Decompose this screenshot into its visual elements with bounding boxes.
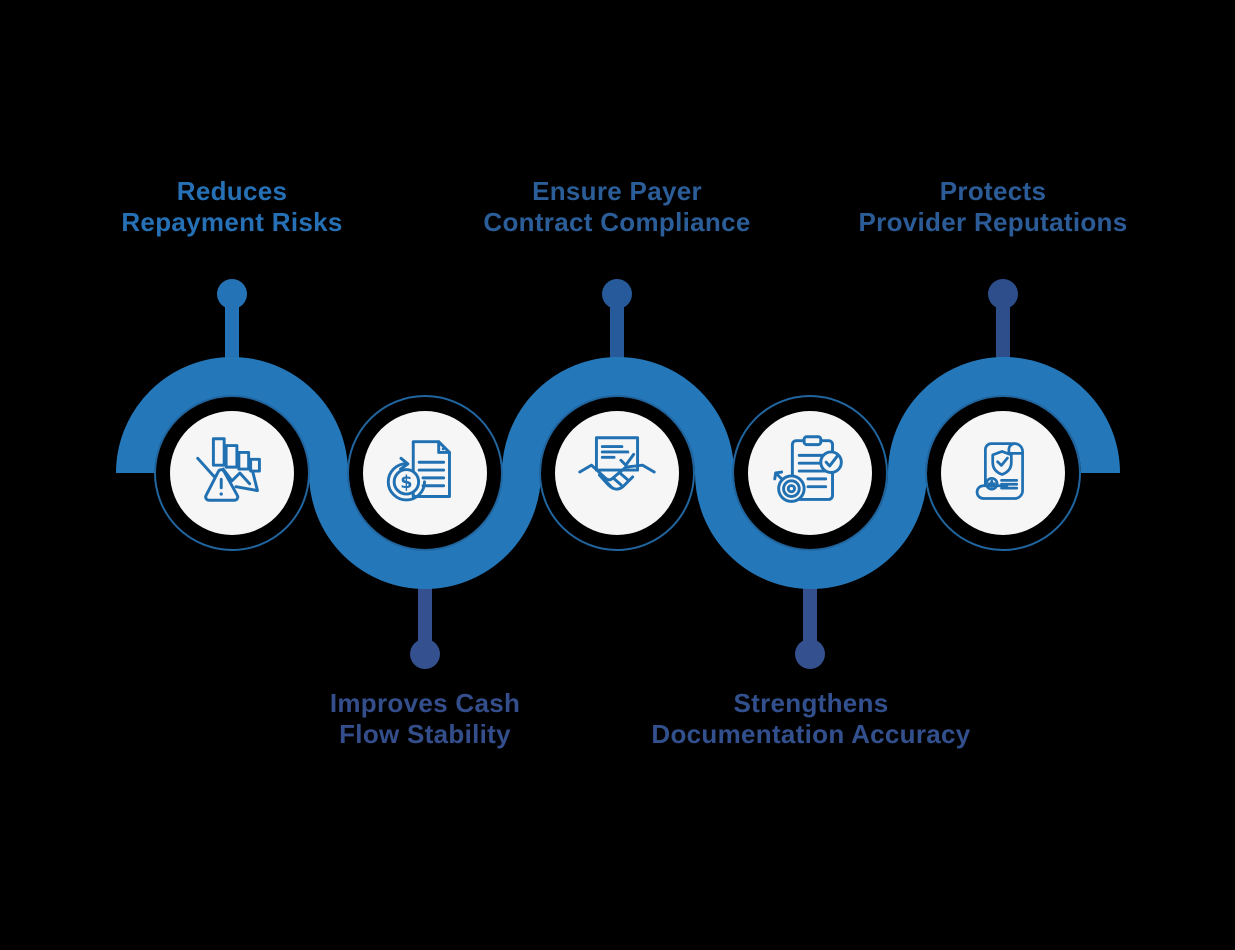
node-label-line: Improves Cash: [329, 688, 521, 718]
node-ring: [154, 395, 310, 551]
node-label-line: Flow Stability: [339, 719, 511, 749]
stem-dot: [988, 279, 1018, 309]
node-label: Reduces Repayment Risks: [42, 176, 422, 238]
declining-chart-warning-icon: [196, 437, 261, 502]
node-disc: [363, 411, 487, 535]
handshake-document-icon: [578, 436, 656, 491]
node-label-line: Contract Compliance: [483, 207, 751, 237]
certificate-shield-icon: [975, 442, 1024, 500]
node-label-line: Strengthens: [733, 688, 889, 718]
node-disc: [748, 411, 872, 535]
node-label-line: Protects: [939, 176, 1047, 206]
node-label-line: Repayment Risks: [121, 207, 343, 237]
node-disc: [170, 411, 294, 535]
clipboard-target-check-icon: [773, 435, 843, 503]
node-label: Strengthens Documentation Accuracy: [621, 688, 1001, 750]
node-ring: [539, 395, 695, 551]
node-ring: [732, 395, 888, 551]
node-label: Ensure Payer Contract Compliance: [427, 176, 807, 238]
stem-dot: [410, 639, 440, 669]
node-label-line: Documentation Accuracy: [651, 719, 971, 749]
stem-dot: [217, 279, 247, 309]
dollar-refresh-document-icon: [386, 440, 451, 502]
node-label-line: Provider Reputations: [858, 207, 1128, 237]
wave-ribbon: [116, 357, 1120, 589]
node-label: Improves Cash Flow Stability: [235, 688, 615, 750]
stem-dot: [795, 639, 825, 669]
node-ring: [347, 395, 503, 551]
node-label: Protects Provider Reputations: [803, 176, 1183, 238]
stem-dot: [602, 279, 632, 309]
node-ring: [925, 395, 1081, 551]
node-label-line: Reduces: [176, 176, 288, 206]
node-label-line: Ensure Payer: [532, 176, 702, 206]
